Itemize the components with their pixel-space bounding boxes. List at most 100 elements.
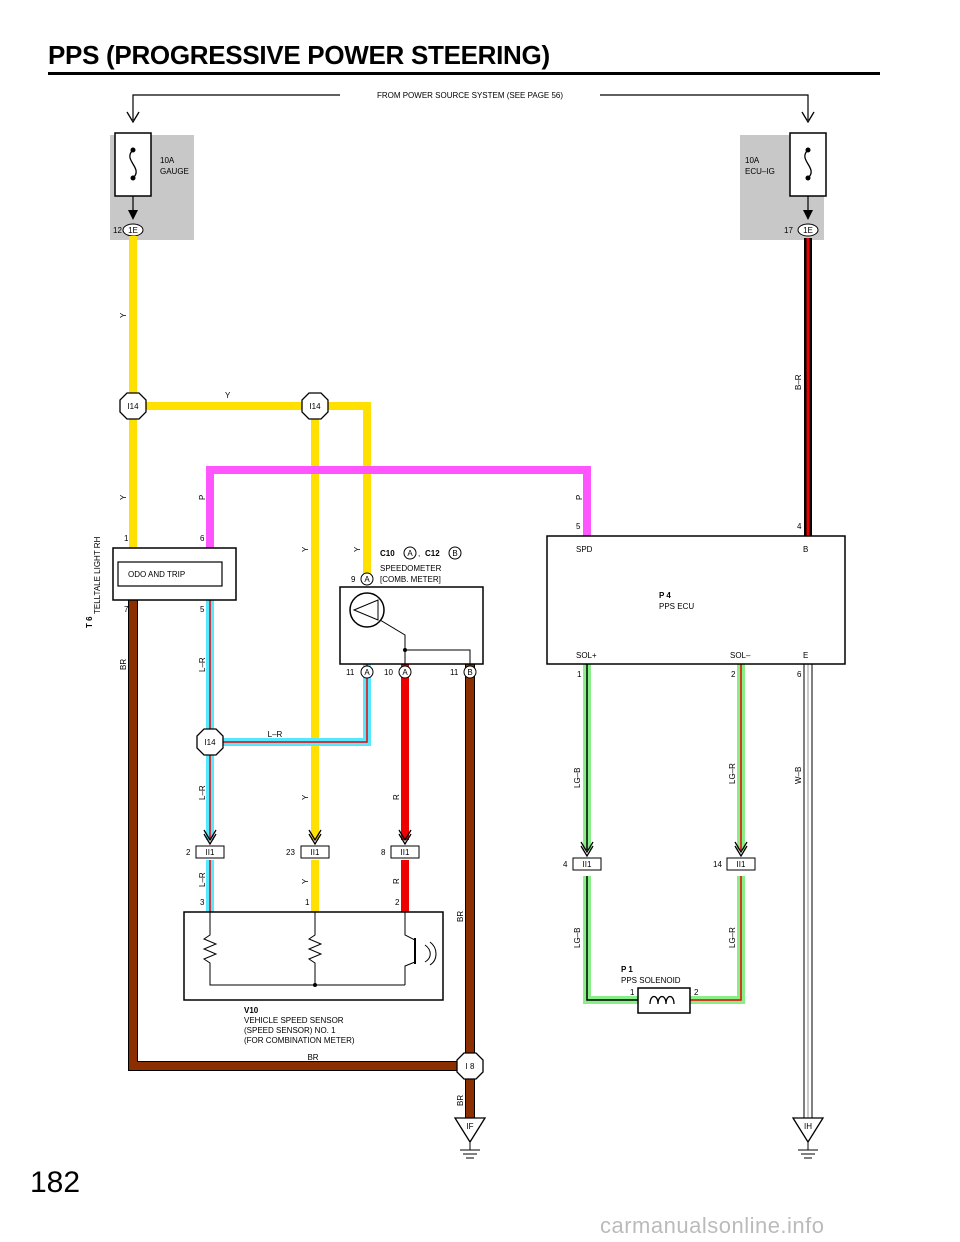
svg-text:II1: II1 xyxy=(401,848,410,857)
junction-i8: I 8 xyxy=(456,1052,484,1080)
svg-text:12: 12 xyxy=(113,226,122,235)
svg-text:Y: Y xyxy=(225,391,231,400)
pps-ecu: SPD B P 4 PPS ECU SOL+ SOL– E 5 4 1 2 6 xyxy=(546,522,846,679)
svg-text:Y: Y xyxy=(353,546,362,552)
svg-text:2: 2 xyxy=(694,988,699,997)
svg-text:I14: I14 xyxy=(204,738,216,747)
svg-text:1: 1 xyxy=(305,898,310,907)
wire-yellow xyxy=(129,236,371,912)
svg-text:P: P xyxy=(575,495,584,500)
svg-text:SOL–: SOL– xyxy=(730,651,751,660)
source-label: FROM POWER SOURCE SYSTEM (SEE PAGE 56) xyxy=(377,91,563,100)
svg-text:T 6: T 6 xyxy=(85,616,94,628)
page-number: 182 xyxy=(30,1166,81,1199)
wire-brown xyxy=(128,600,475,1130)
svg-text:PPS ECU: PPS ECU xyxy=(659,602,694,611)
svg-text:BR: BR xyxy=(456,1095,465,1106)
svg-text:VEHICLE SPEED SENSOR: VEHICLE SPEED SENSOR xyxy=(244,1016,344,1025)
svg-text:A: A xyxy=(402,668,408,677)
svg-text:2: 2 xyxy=(186,848,191,857)
svg-text:BR: BR xyxy=(307,1053,318,1062)
svg-text:II1: II1 xyxy=(311,848,320,857)
svg-text:ECU–IG: ECU–IG xyxy=(745,167,775,176)
svg-text:5: 5 xyxy=(200,605,205,614)
wire-light-green xyxy=(583,664,745,1004)
svg-text:BR: BR xyxy=(456,911,465,922)
svg-text:4: 4 xyxy=(797,522,802,531)
wire-labels: Y Y Y P P Y Y BR L–R L–R L–R Y R L–R Y R… xyxy=(119,312,803,1106)
svg-text:14: 14 xyxy=(713,860,722,869)
svg-text:4: 4 xyxy=(563,860,568,869)
page-title: PPS (PROGRESSIVE POWER STEERING) xyxy=(48,40,550,70)
svg-text:10: 10 xyxy=(384,668,393,677)
wire-pink xyxy=(206,466,591,548)
svg-text:2: 2 xyxy=(395,898,400,907)
svg-text:PPS SOLENOID: PPS SOLENOID xyxy=(621,976,681,985)
connector-ii1-row2: II1 4 II1 14 xyxy=(563,841,756,871)
ground-ih: IH xyxy=(791,1117,825,1159)
svg-text:SPEEDOMETER: SPEEDOMETER xyxy=(380,564,442,573)
svg-text:BR: BR xyxy=(119,659,128,670)
svg-text:17: 17 xyxy=(784,226,793,235)
svg-text:R: R xyxy=(392,794,401,800)
svg-text:(SPEED SENSOR) NO. 1: (SPEED SENSOR) NO. 1 xyxy=(244,1026,336,1035)
svg-text:P: P xyxy=(198,495,207,500)
svg-text:A: A xyxy=(364,575,370,584)
connector-ii1-row1: II1 2 II1 23 II1 8 xyxy=(186,829,420,859)
svg-text:LG–R: LG–R xyxy=(728,763,737,784)
svg-text:C10: C10 xyxy=(380,549,395,558)
svg-text:II1: II1 xyxy=(737,860,746,869)
svg-text:L–R: L–R xyxy=(198,872,207,887)
svg-text:3: 3 xyxy=(200,898,205,907)
svg-text:6: 6 xyxy=(797,670,802,679)
svg-text:9: 9 xyxy=(351,575,356,584)
svg-text:Y: Y xyxy=(119,312,128,318)
svg-text:11: 11 xyxy=(450,668,459,677)
svg-text:8: 8 xyxy=(381,848,386,857)
svg-text:LG–B: LG–B xyxy=(573,768,582,788)
svg-text:Y: Y xyxy=(119,494,128,500)
svg-text:P 4: P 4 xyxy=(659,591,671,600)
junction-i14-mid: I14 xyxy=(301,392,329,420)
svg-text:LG–R: LG–R xyxy=(728,927,737,948)
svg-text:Y: Y xyxy=(301,546,310,552)
vehicle-speed-sensor: 3 1 2 V10 VEHICLE SPEED SENSOR (SPEED SE… xyxy=(183,898,444,1045)
telltale-light: ODO AND TRIP 1 6 7 5 T 6 TELLTALE LIGHT … xyxy=(85,534,237,628)
svg-text:L–R: L–R xyxy=(198,657,207,672)
fuse-gauge: 10A GAUGE 12 1E xyxy=(110,132,194,240)
svg-text:Y: Y xyxy=(301,878,310,884)
svg-text:B–R: B–R xyxy=(794,374,803,390)
svg-text:I14: I14 xyxy=(309,402,321,411)
svg-text:II1: II1 xyxy=(583,860,592,869)
svg-text:II1: II1 xyxy=(206,848,215,857)
svg-text:E: E xyxy=(803,651,808,660)
watermark: carmanualsonline.info xyxy=(600,1213,825,1238)
svg-text:1: 1 xyxy=(577,670,582,679)
svg-text:I14: I14 xyxy=(127,402,139,411)
svg-text:SPD: SPD xyxy=(576,545,593,554)
svg-text:SOL+: SOL+ xyxy=(576,651,597,660)
junction-i14-lower: I14 xyxy=(196,728,224,756)
svg-text:1: 1 xyxy=(124,534,129,543)
svg-text:B: B xyxy=(803,545,808,554)
junction-i14-left: I14 xyxy=(119,392,147,420)
svg-text:ODO AND TRIP: ODO AND TRIP xyxy=(128,570,185,579)
svg-text:TELLTALE LIGHT RH: TELLTALE LIGHT RH xyxy=(93,536,102,614)
svg-text:A: A xyxy=(407,549,413,558)
svg-text:11: 11 xyxy=(346,668,355,677)
svg-text:A: A xyxy=(364,668,370,677)
svg-text:10A: 10A xyxy=(745,156,760,165)
svg-text:2: 2 xyxy=(731,670,736,679)
fuse-ecu-ig: 10A ECU–IG 17 1E xyxy=(740,132,827,240)
ground-if: IF xyxy=(453,1117,487,1159)
svg-text:7: 7 xyxy=(124,605,129,614)
svg-text:L–R: L–R xyxy=(268,730,283,739)
svg-text:C12: C12 xyxy=(425,549,440,558)
svg-text:B: B xyxy=(452,549,457,558)
svg-text:,: , xyxy=(418,549,420,558)
svg-text:1E: 1E xyxy=(803,226,813,235)
svg-text:W–B: W–B xyxy=(794,767,803,784)
svg-text:I 8: I 8 xyxy=(466,1062,475,1071)
svg-text:1: 1 xyxy=(630,988,635,997)
